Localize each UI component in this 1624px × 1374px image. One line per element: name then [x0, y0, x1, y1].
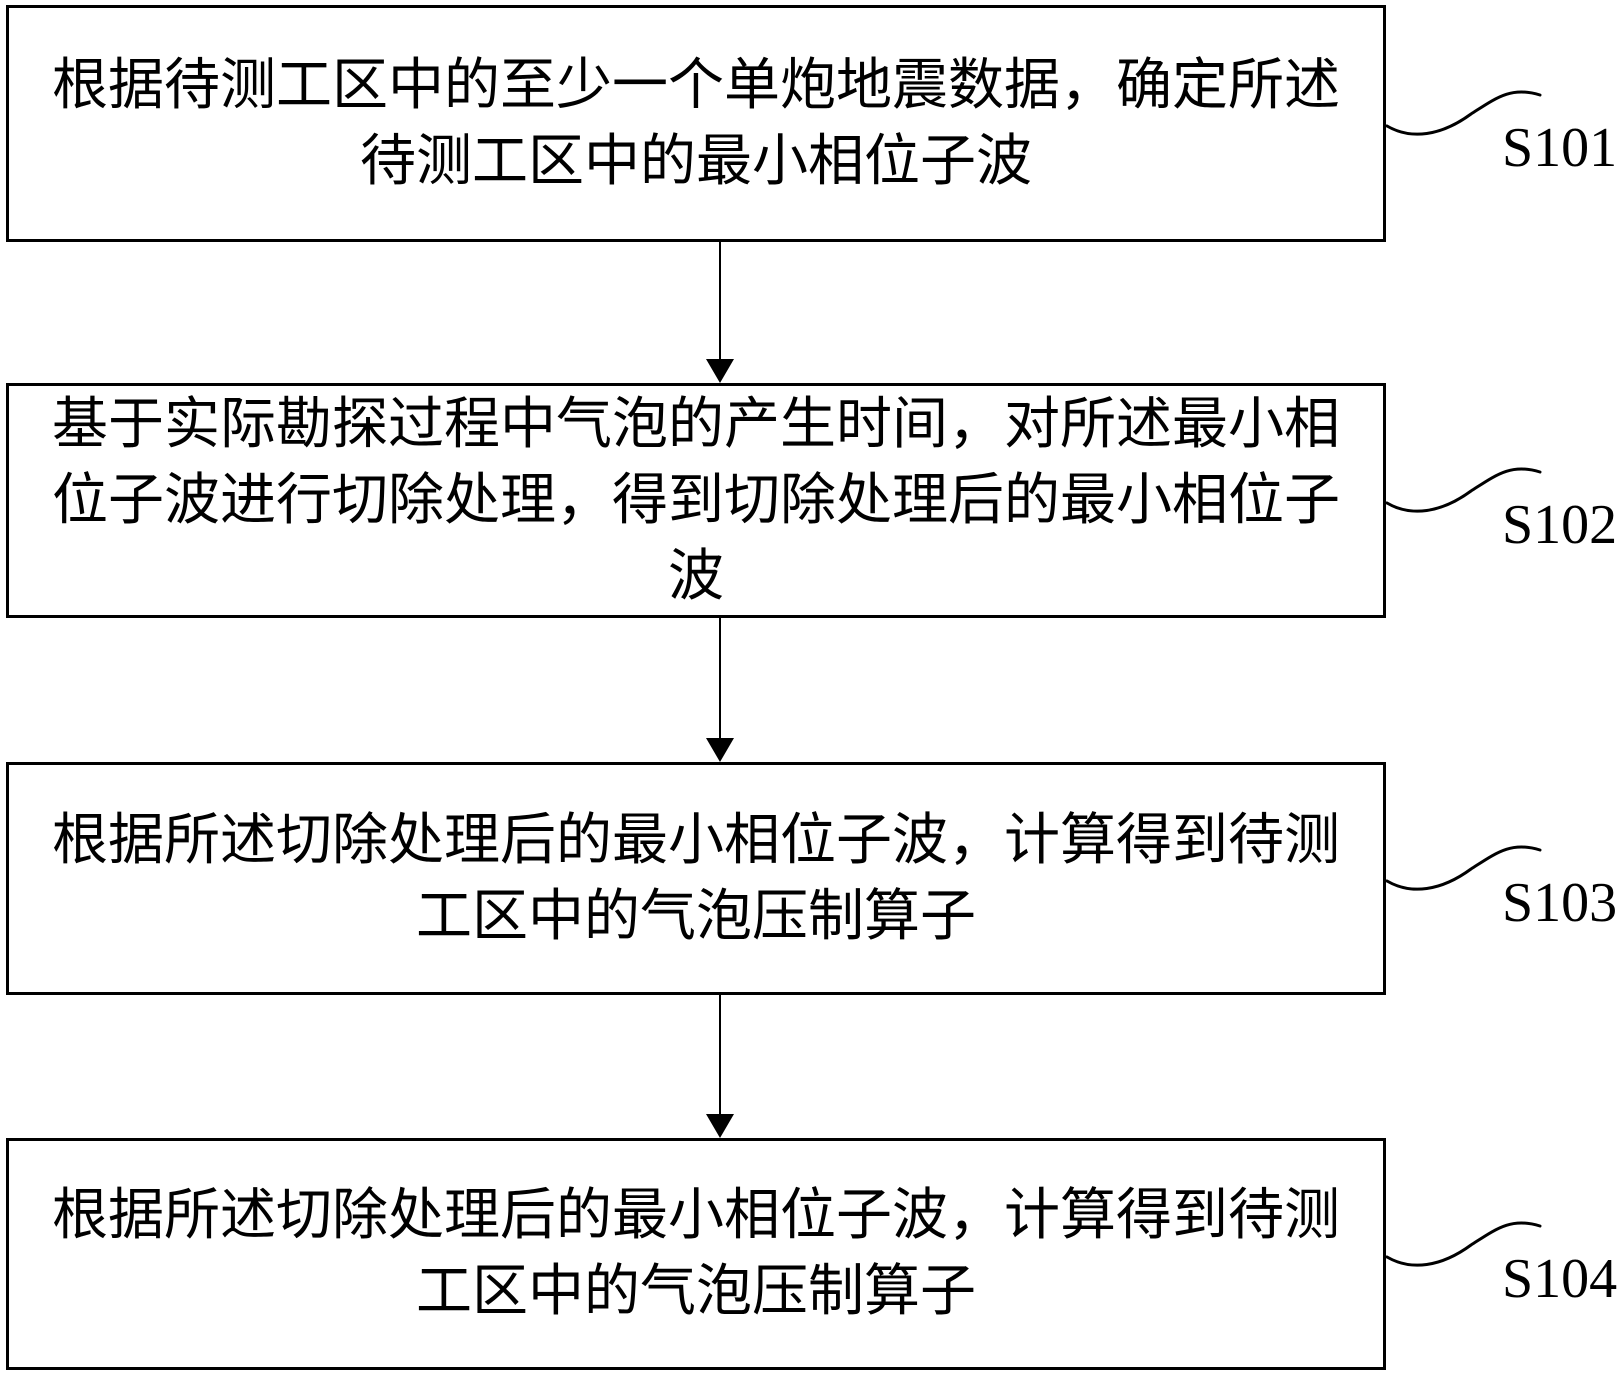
- arrow-head-icon: [706, 1114, 734, 1138]
- arrow-head-icon: [706, 738, 734, 762]
- step-label-s101: S101: [1502, 117, 1618, 179]
- step-label-s102: S102: [1502, 494, 1618, 556]
- arrow-shaft: [719, 242, 721, 361]
- flow-step-text-s101: 根据待测工区中的至少一个单炮地震数据，确定所述 待测工区中的最小相位子波: [52, 54, 1340, 193]
- leader-squiggle-path: [1386, 467, 1542, 513]
- flow-step-box-s101: 根据待测工区中的至少一个单炮地震数据，确定所述 待测工区中的最小相位子波: [6, 5, 1386, 242]
- flow-step-box-s103: 根据所述切除处理后的最小相位子波，计算得到待测 工区中的气泡压制算子: [6, 762, 1386, 995]
- leader-squiggle-s103: [1386, 845, 1542, 891]
- arrow-shaft: [719, 618, 721, 740]
- flow-step-box-s102: 基于实际勘探过程中气泡的产生时间，对所述最小相 位子波进行切除处理，得到切除处理…: [6, 383, 1386, 618]
- down-arrow-3: [706, 995, 734, 1138]
- flow-step-text-s104: 根据所述切除处理后的最小相位子波，计算得到待测 工区中的气泡压制算子: [52, 1185, 1340, 1323]
- leader-squiggle-path: [1386, 845, 1542, 891]
- leader-squiggle-s104: [1386, 1221, 1542, 1267]
- leader-squiggle-s102: [1386, 467, 1542, 513]
- down-arrow-1: [706, 242, 734, 383]
- arrow-head-icon: [706, 359, 734, 383]
- down-arrow-2: [706, 618, 734, 762]
- flow-step-text-s103: 根据所述切除处理后的最小相位子波，计算得到待测 工区中的气泡压制算子: [52, 809, 1340, 948]
- flow-step-box-s104: 根据所述切除处理后的最小相位子波，计算得到待测 工区中的气泡压制算子: [6, 1138, 1386, 1370]
- leader-squiggle-path: [1386, 1221, 1542, 1267]
- leader-squiggle-s101: [1386, 90, 1542, 136]
- leader-squiggle-path: [1386, 90, 1542, 136]
- step-label-s104: S104: [1502, 1248, 1618, 1310]
- flow-step-text-s102: 基于实际勘探过程中气泡的产生时间，对所述最小相 位子波进行切除处理，得到切除处理…: [52, 393, 1340, 608]
- step-label-s103: S103: [1502, 872, 1618, 934]
- arrow-shaft: [719, 995, 721, 1116]
